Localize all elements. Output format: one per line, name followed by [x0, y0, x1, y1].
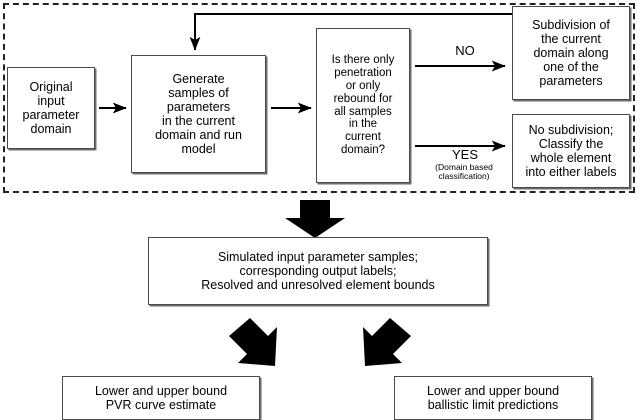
edge-label-no: NO: [455, 43, 475, 58]
edge-label-yes-note: (Domain based classification): [435, 162, 493, 181]
node-no-subdivision-label: No subdivision; Classify the whole eleme…: [525, 123, 617, 179]
node-subdivision-label: Subdivision of the current domain along …: [532, 18, 610, 88]
node-ballistic-limit: Lower and upper bound ballistic limit pr…: [394, 376, 592, 420]
node-decision-label: Is there only penetration or only reboun…: [331, 54, 395, 157]
arrow-region-to-results: [285, 200, 345, 238]
node-results-summary-label: Simulated input parameter samples; corre…: [201, 250, 435, 292]
node-ballistic-limit-label: Lower and upper bound ballistic limit pr…: [426, 384, 560, 412]
node-subdivision: Subdivision of the current domain along …: [512, 6, 630, 100]
node-generate-samples: Generate samples of parameters in the cu…: [131, 55, 266, 173]
edge-label-yes: YES: [451, 147, 478, 162]
iterative-loop-region: [3, 3, 635, 193]
node-results-summary: Simulated input parameter samples; corre…: [148, 237, 488, 305]
node-no-subdivision: No subdivision; Classify the whole eleme…: [512, 114, 630, 188]
node-decision-penetration-rebound: Is there only penetration or only reboun…: [316, 28, 410, 183]
arrow-results-to-ballistic: [363, 318, 411, 366]
node-original-domain: Original input parameter domain: [7, 67, 95, 149]
node-original-domain-label: Original input parameter domain: [22, 80, 80, 136]
node-pvr-curve: Lower and upper bound PVR curve estimate: [62, 376, 260, 420]
node-pvr-curve-label: Lower and upper bound PVR curve estimate: [94, 384, 228, 412]
node-generate-samples-label: Generate samples of parameters in the cu…: [155, 72, 242, 156]
arrow-results-to-pvr: [229, 318, 277, 366]
